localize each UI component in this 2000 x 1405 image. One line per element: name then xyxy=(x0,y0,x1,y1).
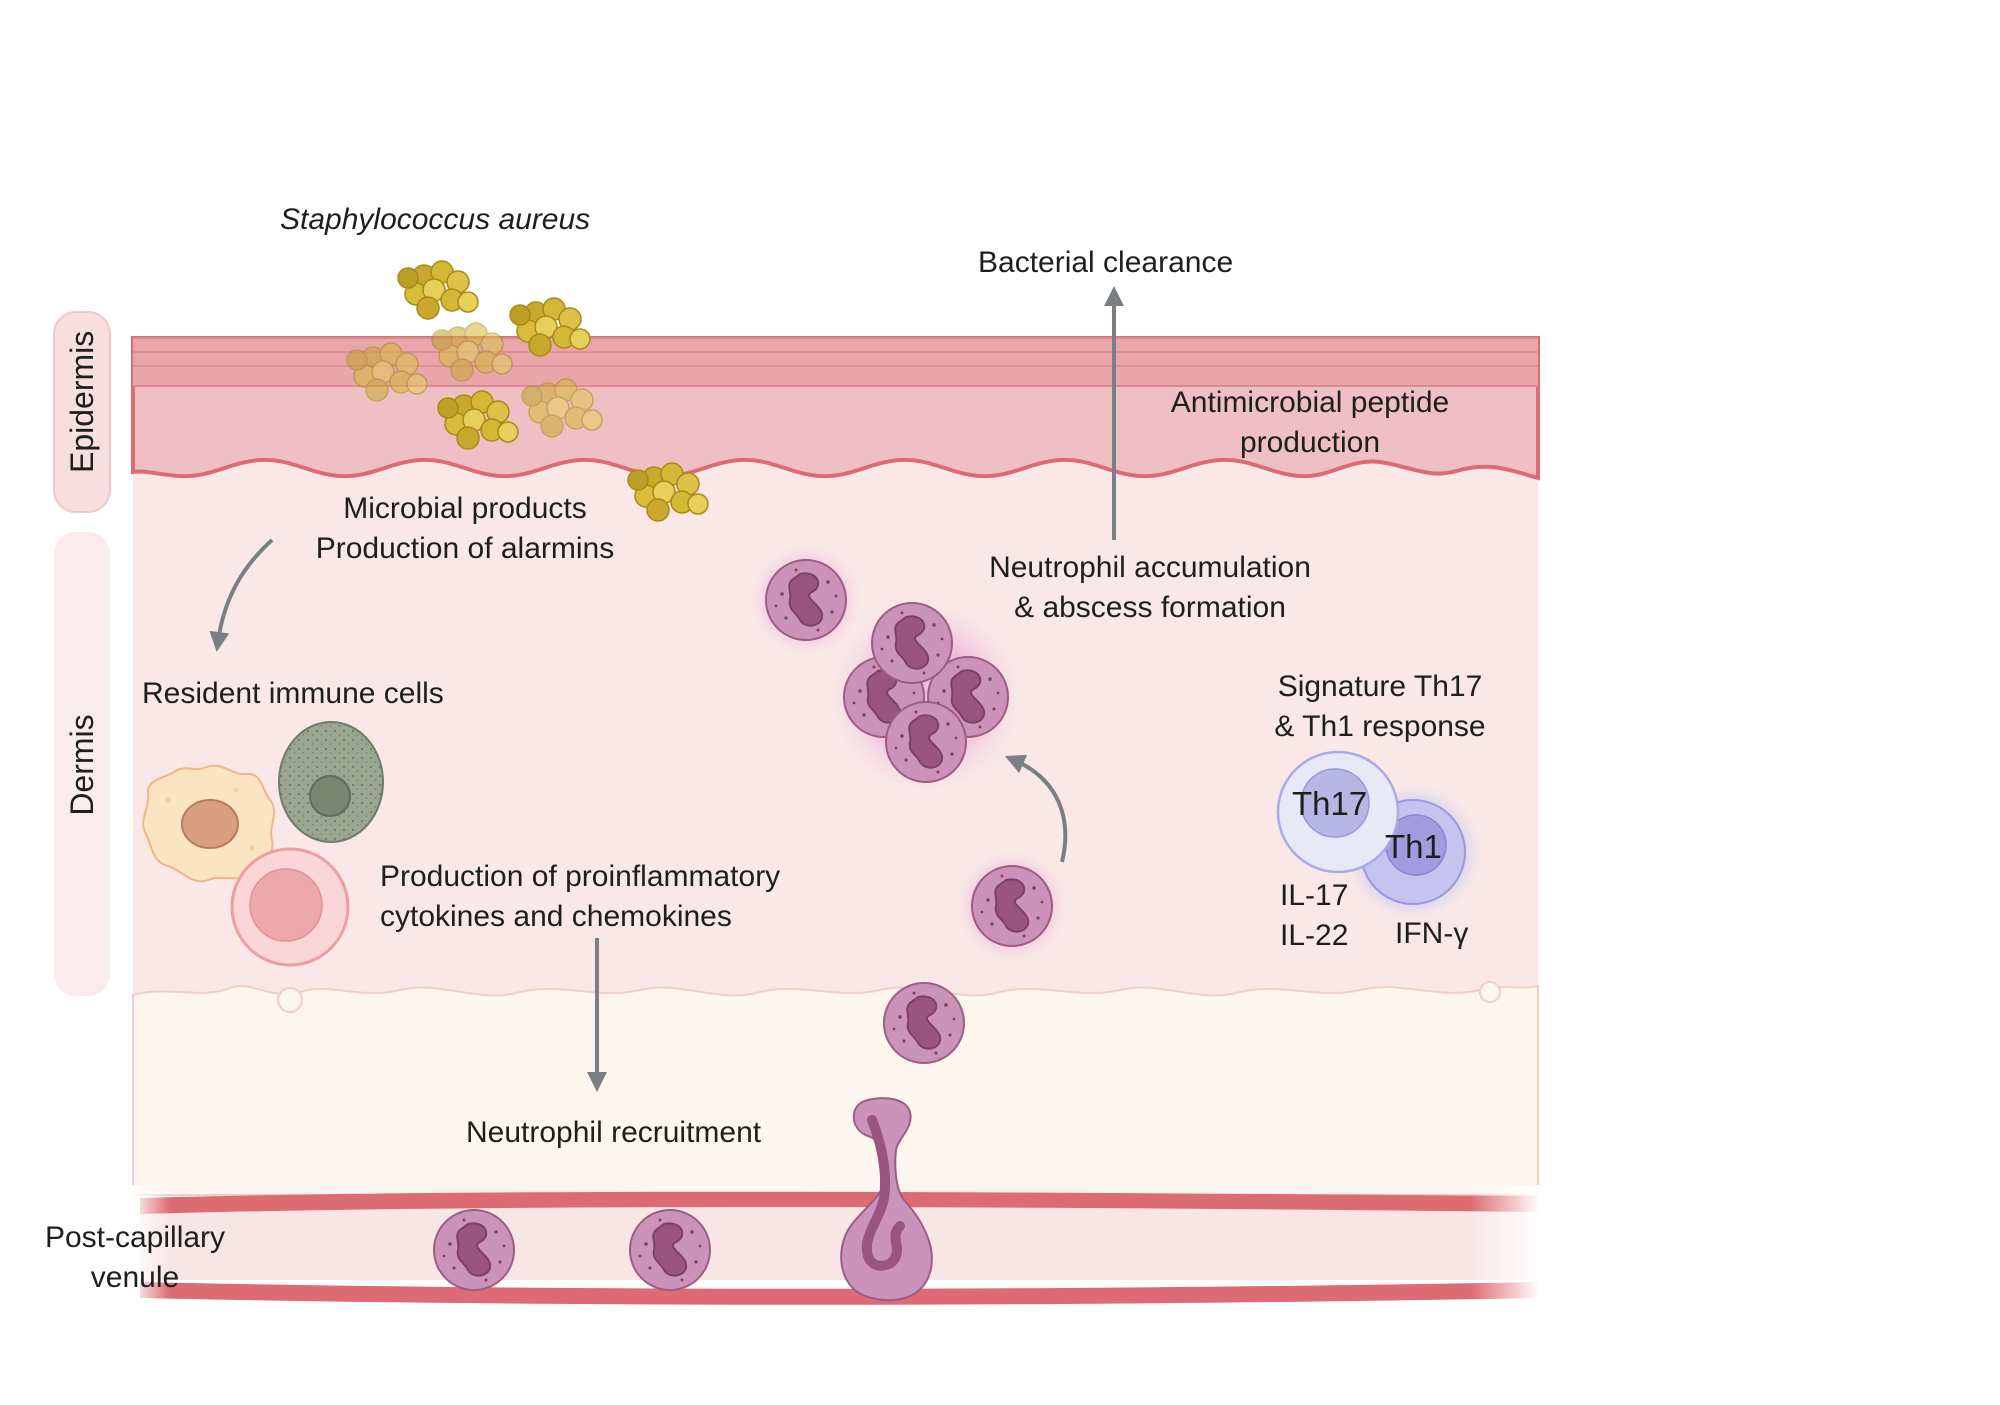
dermis-label: Dermis xyxy=(64,714,100,816)
dendritic-nucleus xyxy=(309,775,351,817)
signature-label-2: & Th1 response xyxy=(1274,710,1486,743)
il17-label: IL-17 xyxy=(1280,879,1349,912)
neutrophil xyxy=(765,559,847,641)
venule-label: Post-capillary venule xyxy=(40,1218,230,1298)
dermis-layer xyxy=(133,460,1538,1000)
microbial-label: Microbial products xyxy=(343,492,587,525)
signature-label-1: Signature Th17 xyxy=(1277,670,1483,703)
cytokines-label-2: cytokines and chemokines xyxy=(380,900,732,933)
venule-lumen xyxy=(140,1200,1540,1280)
venule-text: Post-capillary venule xyxy=(44,1221,226,1294)
epidermis-tab xyxy=(53,311,111,513)
resident-label: Resident immune cells xyxy=(142,677,444,710)
neutrophil xyxy=(885,701,967,783)
th17-label: Th17 xyxy=(1292,785,1368,822)
hypodermis-layer xyxy=(132,984,1539,1196)
ifng-label: IFN-γ xyxy=(1395,917,1469,950)
bacteria-label: Staphylococcus aureus xyxy=(280,203,591,236)
neutrophil xyxy=(871,602,953,684)
macrophage-vesicle xyxy=(249,845,255,851)
macrophage-vesicle xyxy=(165,797,171,803)
cytokines-label-1: Production of proinflammatory xyxy=(380,860,781,893)
epidermis-label: Epidermis xyxy=(64,330,100,473)
recruitment-label: Neutrophil recruitment xyxy=(466,1116,762,1149)
accumulation-arrow xyxy=(1004,754,1068,863)
alarmins-label: Production of alarmins xyxy=(315,532,615,565)
tissue-bump xyxy=(1479,981,1501,1003)
neutrophil-migrating xyxy=(971,865,1053,947)
venule-wall-bottom xyxy=(140,1282,1540,1305)
bacteria-cluster xyxy=(397,260,479,320)
accumulation-label-1: Neutrophil accumulation xyxy=(989,551,1311,584)
mast-cell-nucleus xyxy=(249,868,323,942)
macrophage-nucleus xyxy=(181,799,239,849)
tissue-bump xyxy=(277,987,303,1013)
amp-text: Antimicrobial peptide production xyxy=(1170,386,1450,459)
stratum-corneum xyxy=(133,338,1538,386)
neutrophil-circulating xyxy=(629,1209,711,1291)
il22-label: IL-22 xyxy=(1280,919,1349,952)
bacterial-clearance-label: Bacterial clearance xyxy=(978,246,1234,279)
venule-wall-top xyxy=(140,1191,1540,1214)
transmigrating-nucleus xyxy=(861,1115,905,1271)
amp-label: Antimicrobial peptide production xyxy=(1100,383,1520,463)
th1-label: Th1 xyxy=(1385,828,1442,865)
dermis-tab xyxy=(54,532,110,996)
neutrophil-migrating xyxy=(883,982,965,1064)
th17-nucleus xyxy=(1300,768,1370,838)
venule-fade xyxy=(1470,1185,1540,1310)
resident-arrow xyxy=(209,538,274,652)
macrophage-vesicle xyxy=(233,787,239,793)
neutrophil-circulating xyxy=(433,1209,515,1291)
accumulation-label-2: & abscess formation xyxy=(1014,591,1286,624)
venule-fade xyxy=(130,1185,170,1310)
